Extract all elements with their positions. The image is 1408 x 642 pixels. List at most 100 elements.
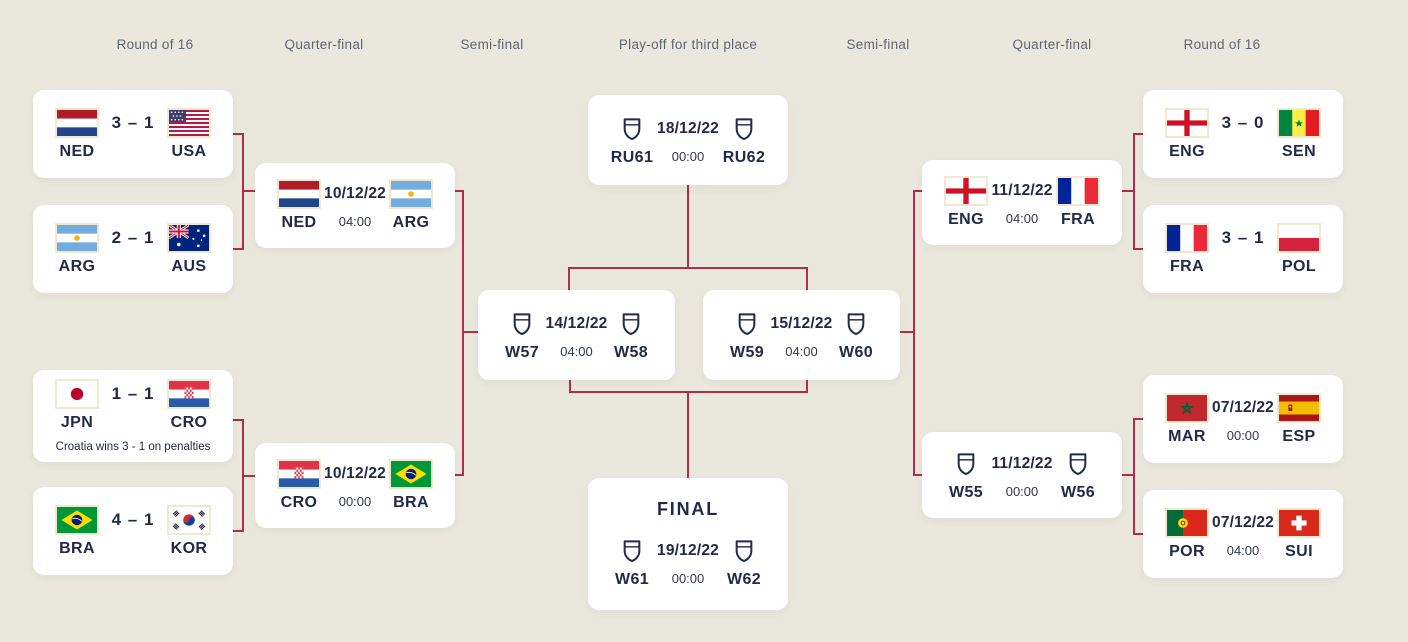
- match-date: 07/12/22: [1212, 398, 1274, 416]
- match-card-eng-sen[interactable]: ENG 3 – 0 SEN: [1143, 90, 1343, 178]
- argentina-flag-icon: [389, 179, 433, 209]
- connector-line: [568, 267, 808, 269]
- team-code: RU62: [722, 148, 766, 166]
- connector-line: [1133, 133, 1144, 135]
- team-home: W59: [719, 309, 775, 362]
- team-code: JPN: [60, 414, 94, 431]
- connector-line: [1133, 418, 1144, 420]
- senegal-flag-icon: [1277, 107, 1321, 138]
- team-away: AUS: [161, 222, 217, 276]
- column-header-semi-final-left: Semi-final: [460, 37, 524, 52]
- team-code: POL: [1281, 257, 1317, 275]
- team-code: W59: [729, 343, 765, 361]
- connector-line: [687, 391, 689, 478]
- team-code: ENG: [948, 211, 984, 228]
- team-code: W62: [726, 571, 762, 588]
- connector-line: [242, 475, 255, 477]
- match-card-arg-aus[interactable]: ARG 2 – 1 AUS: [33, 205, 233, 293]
- team-code: ARG: [392, 214, 430, 231]
- connector-line: [806, 267, 808, 292]
- connector-line: [914, 474, 923, 476]
- match-card-w59-w60[interactable]: W59 15/12/22 04:00 W60: [703, 290, 900, 380]
- match-time: 00:00: [671, 571, 705, 586]
- match-card-bra-kor[interactable]: BRA 4 – 1 KOR: [33, 487, 233, 575]
- match-card-ned-arg[interactable]: NED 10/12/22 04:00 ARG: [255, 163, 455, 248]
- match-date: 18/12/22: [657, 119, 719, 137]
- south-korea-flag-icon: [167, 504, 211, 535]
- team-code: SEN: [1281, 142, 1317, 160]
- connector-line: [233, 530, 244, 532]
- england-flag-icon: [944, 176, 988, 206]
- team-away: POL: [1271, 222, 1327, 276]
- match-card-cro-bra[interactable]: CRO 10/12/22 00:00 BRA: [255, 443, 455, 528]
- column-header-round-of-16-right: Round of 16: [1183, 37, 1261, 52]
- connector-line: [687, 185, 689, 269]
- column-header-quarter-final-right: Quarter-final: [1012, 37, 1092, 52]
- team-code: POR: [1169, 542, 1205, 560]
- shield-icon: [734, 539, 754, 563]
- match-card-jpn-cro[interactable]: JPN 1 – 1 CRO Croatia wins 3 - 1 on pena…: [33, 370, 233, 462]
- team-code: CRO: [280, 494, 318, 511]
- connector-line: [569, 380, 571, 393]
- team-home: CRO: [271, 459, 327, 512]
- team-away: ARG: [383, 179, 439, 232]
- team-away: CRO: [161, 379, 217, 432]
- team-away: BRA: [383, 459, 439, 512]
- match-card-ned-usa[interactable]: NED 3 – 1 USA: [33, 90, 233, 178]
- shield-icon: [846, 312, 866, 336]
- match-time: 00:00: [1226, 427, 1260, 443]
- match-date: 14/12/22: [545, 314, 608, 332]
- team-home: ARG: [49, 222, 105, 276]
- team-code: W60: [838, 343, 874, 361]
- team-code: W61: [614, 571, 650, 588]
- france-flag-icon: [1056, 176, 1100, 206]
- shield-icon: [1068, 452, 1088, 476]
- team-home: NED: [49, 107, 105, 161]
- connector-line: [1133, 533, 1144, 535]
- shield-icon: [622, 117, 642, 141]
- connector-line: [1122, 190, 1135, 192]
- team-code: BRA: [393, 494, 429, 511]
- connector-line: [1122, 474, 1135, 476]
- team-code: W55: [948, 483, 984, 501]
- team-home: W55: [938, 449, 994, 502]
- match-card-mar-esp[interactable]: MAR 07/12/22 00:00 ESP: [1143, 375, 1343, 463]
- team-home: NED: [271, 179, 327, 232]
- connector-line: [568, 267, 570, 292]
- match-card-w55-w56[interactable]: W55 11/12/22 00:00 W56: [922, 432, 1122, 518]
- match-card-por-sui[interactable]: POR 07/12/22 04:00 SUI: [1143, 490, 1343, 578]
- usa-flag-icon: [167, 107, 211, 138]
- croatia-flag-icon: [277, 459, 321, 489]
- team-code: W57: [504, 343, 540, 361]
- team-home: JPN: [49, 379, 105, 432]
- connector-line: [462, 331, 478, 333]
- column-header-round-of-16-left: Round of 16: [116, 37, 194, 52]
- team-code: MAR: [1168, 427, 1206, 445]
- match-card-fra-pol[interactable]: FRA 3 – 1 POL: [1143, 205, 1343, 293]
- match-score: 3 – 0: [1221, 112, 1265, 132]
- team-code: ENG: [1169, 142, 1205, 160]
- team-code: AUS: [171, 257, 207, 275]
- connector-line: [233, 133, 244, 135]
- match-card-third-place[interactable]: RU61 18/12/22 00:00 RU62: [588, 95, 788, 185]
- team-code: RU61: [610, 148, 654, 166]
- connector-line: [233, 248, 244, 250]
- team-code: W58: [613, 343, 649, 361]
- match-card-final[interactable]: FINAL W61 19/12/22 00:00 W62: [588, 478, 788, 610]
- spain-flag-icon: [1277, 392, 1321, 423]
- shield-icon: [734, 117, 754, 141]
- match-score: 3 – 1: [1221, 227, 1265, 247]
- team-away: W62: [716, 536, 772, 589]
- brazil-flag-icon: [55, 504, 99, 535]
- connector-line: [914, 190, 923, 192]
- team-home: POR: [1159, 507, 1215, 561]
- team-away: ESP: [1271, 392, 1327, 446]
- match-card-w57-w58[interactable]: W57 14/12/22 04:00 W58: [478, 290, 675, 380]
- match-time: 04:00: [338, 214, 372, 229]
- team-away: KOR: [161, 504, 217, 558]
- connector-line: [1133, 418, 1135, 535]
- argentina-flag-icon: [55, 222, 99, 253]
- match-card-eng-fra[interactable]: ENG 11/12/22 04:00 FRA: [922, 160, 1122, 245]
- team-away: USA: [161, 107, 217, 161]
